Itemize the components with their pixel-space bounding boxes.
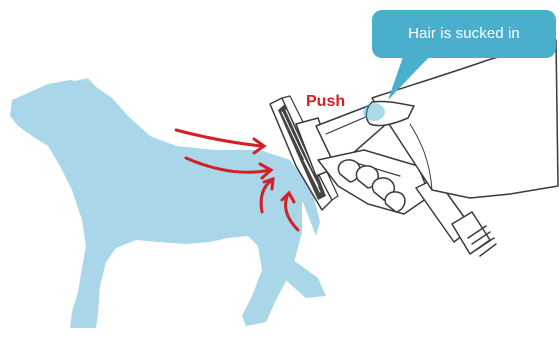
push-label: Push: [306, 92, 345, 112]
callout-text: Hair is sucked in: [372, 22, 556, 46]
dog-silhouette: [10, 80, 302, 328]
suction-spot: [363, 103, 385, 121]
arrow-top: [176, 130, 262, 146]
